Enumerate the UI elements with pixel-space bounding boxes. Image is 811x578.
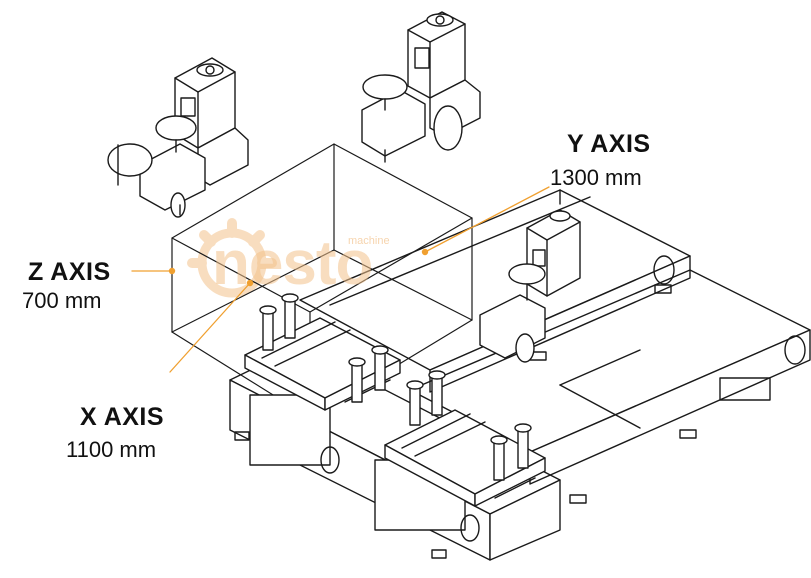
fixture-table-rear [244,293,401,411]
y-axis-value: 1300 mm [550,165,642,190]
front-conveyor [409,269,811,504]
z-axis-label: Z AXIS [28,258,111,286]
fixture-table-front [384,370,546,507]
x-axis-value: 1100 mm [66,437,157,462]
leader-lines [131,186,550,373]
z-axis-value: 700 mm [22,288,102,313]
spindle-head-left [107,57,249,218]
base-frame [229,345,561,561]
watermark-sub: machine [348,235,390,247]
x-axis-label: X AXIS [80,403,165,431]
y-axis-leader [424,186,550,253]
leader-dots [168,248,429,287]
spindle-head-top [361,11,481,163]
spindle-head-mounted [479,209,581,363]
watermark-gear-icon [187,218,277,298]
y-axis-label: Y AXIS [567,130,651,158]
x-axis-leader [169,282,251,373]
watermark-brand: nesto [212,229,373,298]
